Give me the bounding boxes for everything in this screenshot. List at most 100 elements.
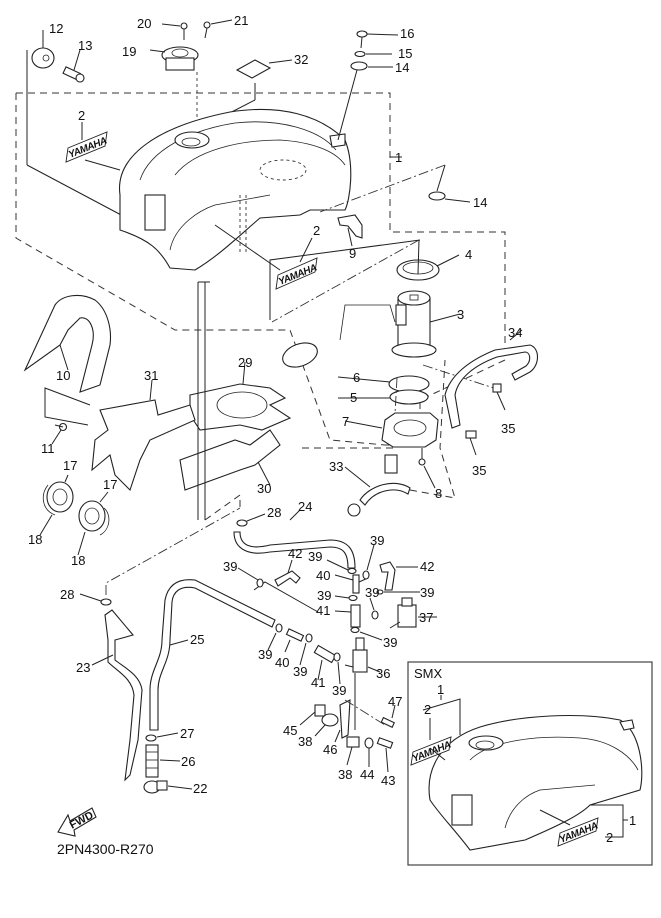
- smx-callout-1-side: 1: [629, 813, 636, 828]
- callout-21: 21: [234, 13, 248, 28]
- callout-22: 22: [193, 781, 207, 796]
- callout-42b: 42: [420, 559, 434, 574]
- hose-part-42b: [379, 561, 418, 591]
- hose-part-42a: [274, 559, 301, 587]
- callout-40a: 40: [316, 568, 330, 583]
- smx-callout-1-top: 1: [437, 682, 444, 697]
- callout-4: 4: [465, 247, 472, 262]
- cover-bracket: [44, 387, 91, 426]
- smx-emblem-side-text: YAMAHA: [558, 820, 600, 845]
- callout-11: 11: [41, 441, 55, 456]
- callout-23: 23: [76, 660, 90, 675]
- callout-14-top: 14: [395, 60, 409, 75]
- callout-39e: 39: [365, 585, 379, 600]
- callout-39a: 39: [223, 559, 237, 574]
- callout-38b: 38: [338, 767, 352, 782]
- washer-part-44: [364, 737, 374, 767]
- callout-39g: 39: [383, 635, 397, 650]
- callout-42a: 42: [288, 546, 302, 561]
- callout-36: 36: [376, 666, 390, 681]
- callout-1: 1: [395, 150, 402, 165]
- valve-part-36: [344, 637, 381, 730]
- clip-part-27: [145, 732, 179, 742]
- hose-part-41a: [334, 604, 361, 628]
- callout-2-left: 2: [78, 108, 85, 123]
- callout-45: 45: [283, 723, 297, 738]
- callout-15: 15: [398, 46, 412, 61]
- callout-6: 6: [353, 370, 360, 385]
- collar-part: [31, 30, 55, 69]
- callout-44: 44: [360, 767, 374, 782]
- callout-39d: 39: [317, 588, 331, 603]
- valve-part-37: [389, 597, 437, 629]
- clamp-part-35a: [492, 383, 506, 411]
- callout-5: 5: [350, 390, 357, 405]
- bolt-part-8: [418, 448, 436, 489]
- grommet-part-17a: [42, 474, 74, 516]
- damper-part-9: [337, 214, 363, 247]
- holder-part-22: [143, 780, 193, 794]
- callout-3: 3: [457, 307, 464, 322]
- callout-2-right: 2: [313, 223, 320, 238]
- callout-43: 43: [381, 773, 395, 788]
- callout-38a: 38: [298, 734, 312, 749]
- tank-cap-part: [161, 46, 199, 150]
- callout-18a: 18: [28, 532, 42, 547]
- callout-8: 8: [435, 486, 442, 501]
- callout-19: 19: [122, 44, 136, 59]
- hose-part-24: [233, 509, 356, 569]
- callout-10: 10: [56, 368, 70, 383]
- ring-nut-part: [271, 239, 460, 323]
- callout-24: 24: [298, 499, 312, 514]
- callout-14-right: 14: [473, 195, 487, 210]
- callout-39h: 39: [258, 647, 272, 662]
- damper-part-14-top: [337, 61, 393, 141]
- callout-26: 26: [181, 754, 195, 769]
- callout-labels: 1 2 2 3 4 5 6 7 8 9 10 11 12 13 14 14 15…: [28, 13, 636, 845]
- callout-17b: 17: [103, 477, 117, 492]
- smx-callout-2-side: 2: [606, 830, 613, 845]
- callout-39i: 39: [293, 664, 307, 679]
- grommet-part-17b: [78, 491, 110, 536]
- fuel-tank-part: [119, 108, 352, 271]
- fuel-hose-part-33: [344, 454, 411, 517]
- callout-29: 29: [238, 355, 252, 370]
- leader-19: [149, 49, 166, 53]
- emblem-left: YAMAHA: [65, 122, 121, 171]
- hose-part-34: [444, 329, 539, 429]
- heat-protector-part-29: [189, 361, 292, 431]
- clip-part-28a: [236, 513, 266, 527]
- clamp-part-35b: [465, 430, 477, 456]
- smx-inset: SMX YAMAHA YAMAHA: [407, 661, 653, 866]
- joint-part-40b: [284, 628, 305, 653]
- drain-hose-part-25: [149, 579, 276, 731]
- emblem-bracket: [269, 239, 421, 320]
- callout-35b: 35: [472, 463, 486, 478]
- callout-34: 34: [508, 325, 522, 340]
- bracket-part-45: [299, 704, 326, 726]
- callout-32: 32: [294, 52, 308, 67]
- protector-part-31: [91, 379, 196, 492]
- bolt-part-43: [376, 737, 394, 773]
- pump-bracket-part: [344, 412, 439, 448]
- damper-part-14-right: [319, 164, 471, 213]
- callout-25: 25: [190, 632, 204, 647]
- callout-16: 16: [400, 26, 414, 41]
- bolt-part-47: [380, 704, 396, 728]
- clip-part-28b: [79, 507, 241, 606]
- callout-18b: 18: [71, 553, 85, 568]
- washer-part-15: [354, 50, 392, 58]
- callout-7: 7: [342, 414, 349, 429]
- callout-37: 37: [419, 610, 433, 625]
- clip-markers-39: [237, 544, 420, 685]
- breather-hose-part-23: [91, 609, 143, 782]
- callout-28a: 28: [267, 505, 281, 520]
- leader-18a: [39, 514, 53, 536]
- smx-title: SMX: [414, 666, 443, 681]
- callout-13: 13: [78, 38, 92, 53]
- bolt-part-11: [51, 422, 68, 445]
- clamp-part-38b: [346, 736, 360, 766]
- callout-40b: 40: [275, 655, 289, 670]
